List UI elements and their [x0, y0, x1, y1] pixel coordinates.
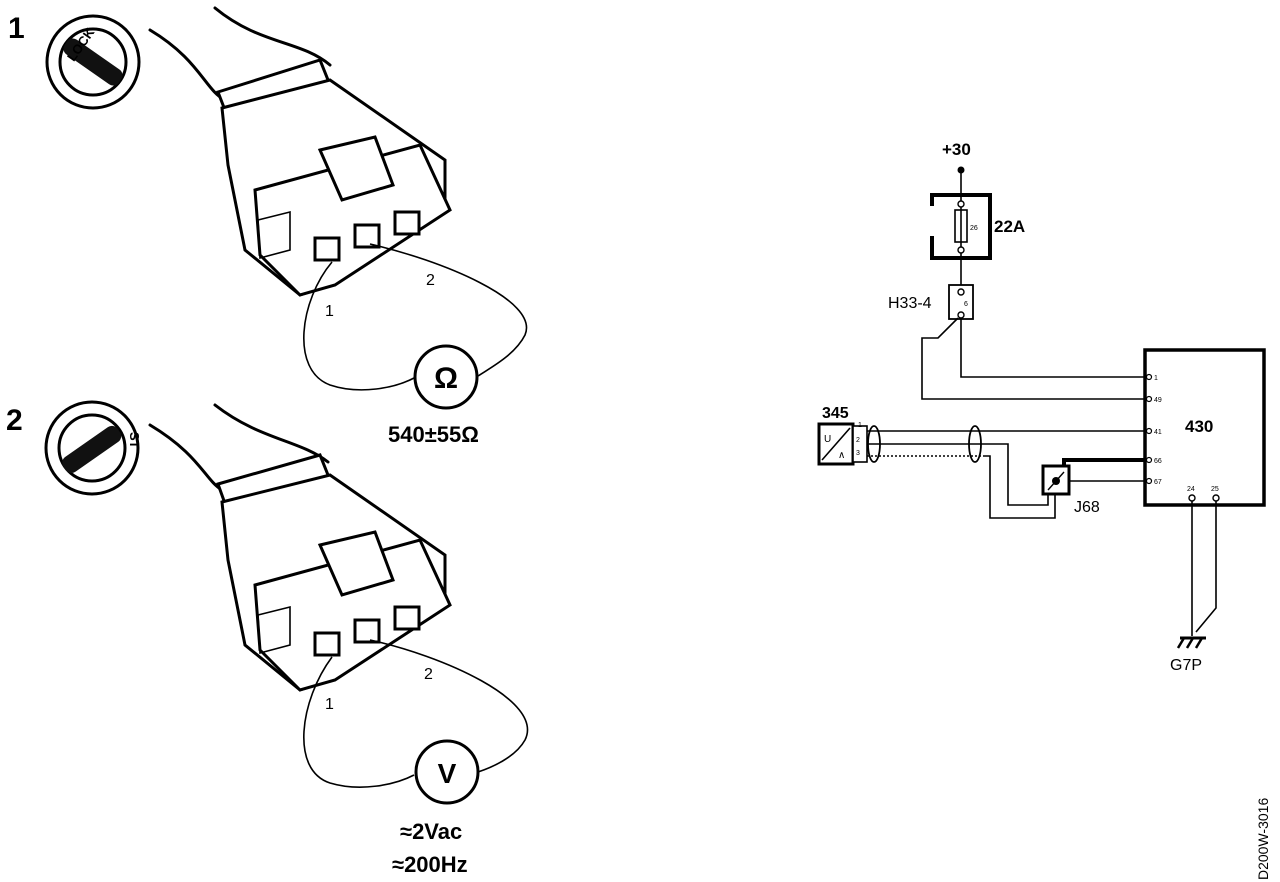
wire-to-junction-b	[985, 455, 1056, 519]
shield-ring-2	[968, 425, 982, 463]
step-1-number: 1	[8, 12, 25, 45]
pin-2-label-2: 2	[424, 666, 433, 683]
key-position-start: ST	[127, 432, 142, 449]
probe-2-lead	[369, 243, 528, 377]
ecu-pin-1: 1	[1154, 375, 1158, 382]
connector-h33-4: 6 H33-4	[888, 284, 974, 320]
sensor-pin-a: 1	[858, 422, 862, 429]
wire-ecu-pin-49	[921, 317, 1145, 400]
ecu-pin-66: 66	[1154, 458, 1162, 465]
sensor-345: 345 U ∧ 1 2 3	[817, 405, 868, 466]
ground-label: G7P	[1170, 657, 1202, 674]
ohmmeter-icon	[413, 344, 479, 410]
frequency-reading: ≈200Hz	[392, 852, 468, 877]
pin-1-label-2: 1	[325, 696, 334, 713]
wire-ground-25	[1195, 501, 1217, 633]
cable-1	[213, 6, 332, 67]
sensor-pin-b: 2	[856, 437, 860, 444]
resistance-reading: 540±55Ω	[388, 422, 479, 447]
ignition-lock-icon: LOCK	[45, 14, 141, 110]
ecu-pin-49: 49	[1154, 397, 1162, 404]
ground-icon	[1176, 636, 1206, 649]
junction-j68: J68	[1041, 464, 1100, 516]
fuse-number: 26	[970, 225, 978, 232]
fuse-box: 26 22A	[930, 193, 1025, 260]
figure-code: D200W-3016	[1255, 798, 1271, 880]
ecu-pin-24: 24	[1187, 486, 1195, 493]
ecu-pin-67: 67	[1154, 479, 1162, 486]
pin-2-label: 2	[426, 272, 435, 289]
wire-ecu-pin-66	[1062, 458, 1145, 466]
ignition-start-icon: ST	[44, 400, 142, 496]
step-2-number: 2	[6, 404, 23, 437]
fuse-box-label: 22A	[994, 217, 1025, 236]
junction-label: J68	[1074, 499, 1100, 516]
ecu-pin-41: 41	[1154, 429, 1162, 436]
shield-ring-1	[867, 425, 881, 463]
cable-2	[213, 403, 330, 464]
connector-pin: 6	[964, 301, 968, 308]
probe-1-lead	[303, 261, 415, 391]
wire-ecu-pin-1	[960, 318, 1145, 378]
voltmeter-icon	[414, 739, 480, 805]
wiring-schematic: +30 26 22A 6 H33-4 345	[817, 140, 1266, 674]
sensor-pin-c: 3	[856, 450, 860, 457]
sensor-label: 345	[822, 405, 849, 422]
ecu-430: 430 1 49 41 66 67 24 25	[1143, 348, 1266, 507]
svg-text:U: U	[824, 434, 831, 445]
ecu-pin-25: 25	[1211, 486, 1219, 493]
probe-3-lead	[303, 656, 415, 788]
probe-4-lead	[369, 639, 529, 773]
ecu-pin-terminals	[1145, 373, 1153, 485]
volt-symbol: V	[438, 758, 457, 789]
step-1-panel: 1 LOCK 1 2 Ω	[8, 6, 528, 447]
step-2-panel: 2 ST 1 2 V ≈	[6, 400, 529, 877]
supply-label: +30	[942, 140, 971, 159]
pin-1-label: 1	[325, 303, 334, 320]
connector-2	[216, 453, 452, 692]
ecu-label: 430	[1185, 417, 1213, 436]
cable-2b	[148, 423, 224, 492]
connector-1	[216, 58, 452, 297]
cable-1b	[148, 28, 227, 102]
wire-to-junction	[985, 443, 1049, 506]
ohm-symbol: Ω	[434, 362, 458, 395]
connector-label: H33-4	[888, 295, 932, 312]
svg-text:∧: ∧	[838, 450, 845, 461]
connector-2-pins	[313, 605, 421, 657]
connector-1-pins	[313, 210, 421, 262]
voltage-reading: ≈2Vac	[400, 819, 462, 844]
